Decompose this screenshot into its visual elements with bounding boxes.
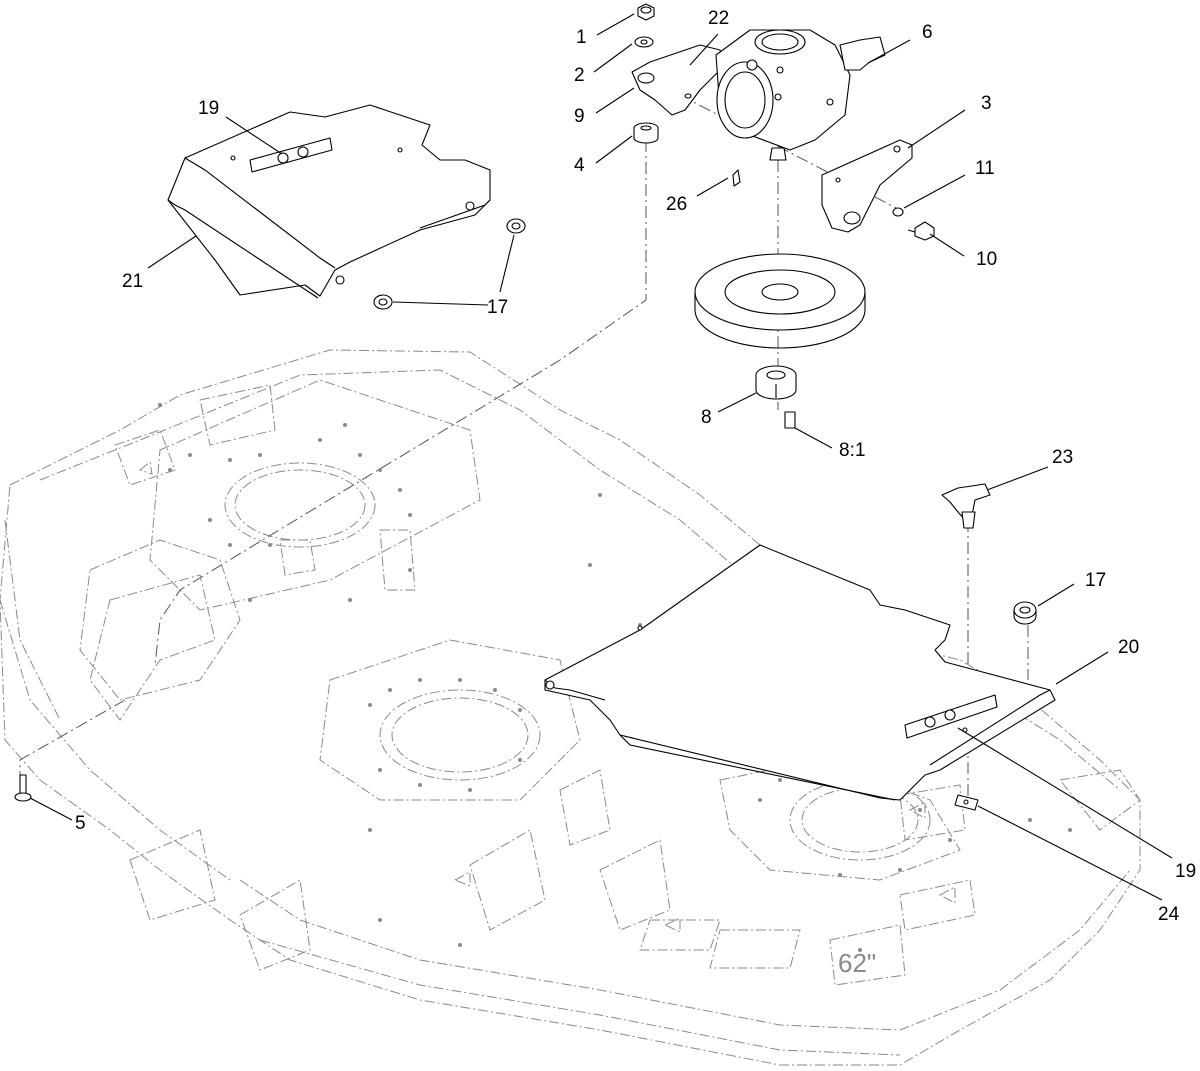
callout-3: 3 bbox=[981, 93, 992, 114]
callout-10: 10 bbox=[976, 249, 997, 270]
callout-24: 24 bbox=[1158, 904, 1180, 925]
callout-8: 8 bbox=[701, 407, 712, 428]
callout-2: 2 bbox=[574, 65, 585, 86]
grommet-left-b bbox=[373, 294, 393, 310]
set-screw bbox=[784, 411, 796, 429]
bushing bbox=[633, 122, 659, 144]
pulley bbox=[694, 253, 866, 349]
callout-17-left: 17 bbox=[487, 297, 508, 318]
callout-9: 9 bbox=[574, 106, 585, 127]
callout-21: 21 bbox=[122, 271, 143, 292]
gearbox-bracket bbox=[821, 139, 913, 233]
belt-shield-right bbox=[544, 544, 1056, 801]
carriage-bolt bbox=[14, 774, 32, 802]
washer bbox=[634, 36, 654, 48]
callout-labels: 1 2 22 6 9 4 3 11 26 10 19 21 17 8 8:1 2… bbox=[75, 8, 1196, 925]
gearbox bbox=[715, 29, 886, 161]
callout-20: 20 bbox=[1118, 637, 1139, 658]
t-knob bbox=[941, 483, 991, 529]
lock-washer bbox=[892, 207, 904, 217]
callout-4: 4 bbox=[574, 155, 585, 176]
deck-size-marking: 62" bbox=[838, 948, 876, 978]
callout-1: 1 bbox=[576, 27, 587, 48]
bolt bbox=[907, 221, 935, 241]
callout-6: 6 bbox=[922, 22, 933, 43]
mounting-bracket bbox=[631, 44, 726, 116]
nut-clip bbox=[954, 794, 979, 811]
key bbox=[732, 169, 741, 187]
callout-5: 5 bbox=[75, 813, 86, 834]
flange-nut bbox=[637, 3, 655, 21]
taper-bushing bbox=[755, 365, 797, 400]
callout-17-right: 17 bbox=[1085, 570, 1106, 591]
grommet-right bbox=[1013, 601, 1037, 625]
callout-19-right: 19 bbox=[1175, 861, 1196, 882]
callout-8-1: 8:1 bbox=[839, 440, 865, 461]
grommet-left-a bbox=[506, 218, 526, 234]
callout-26: 26 bbox=[666, 194, 687, 215]
mower-deck-phantom: 62" bbox=[0, 349, 1141, 1066]
callout-11: 11 bbox=[975, 158, 995, 179]
leader-lines bbox=[29, 13, 1173, 901]
callout-22: 22 bbox=[708, 8, 729, 29]
callout-23: 23 bbox=[1052, 447, 1073, 468]
belt-shield-left bbox=[167, 104, 491, 299]
callout-19-left: 19 bbox=[198, 98, 219, 119]
